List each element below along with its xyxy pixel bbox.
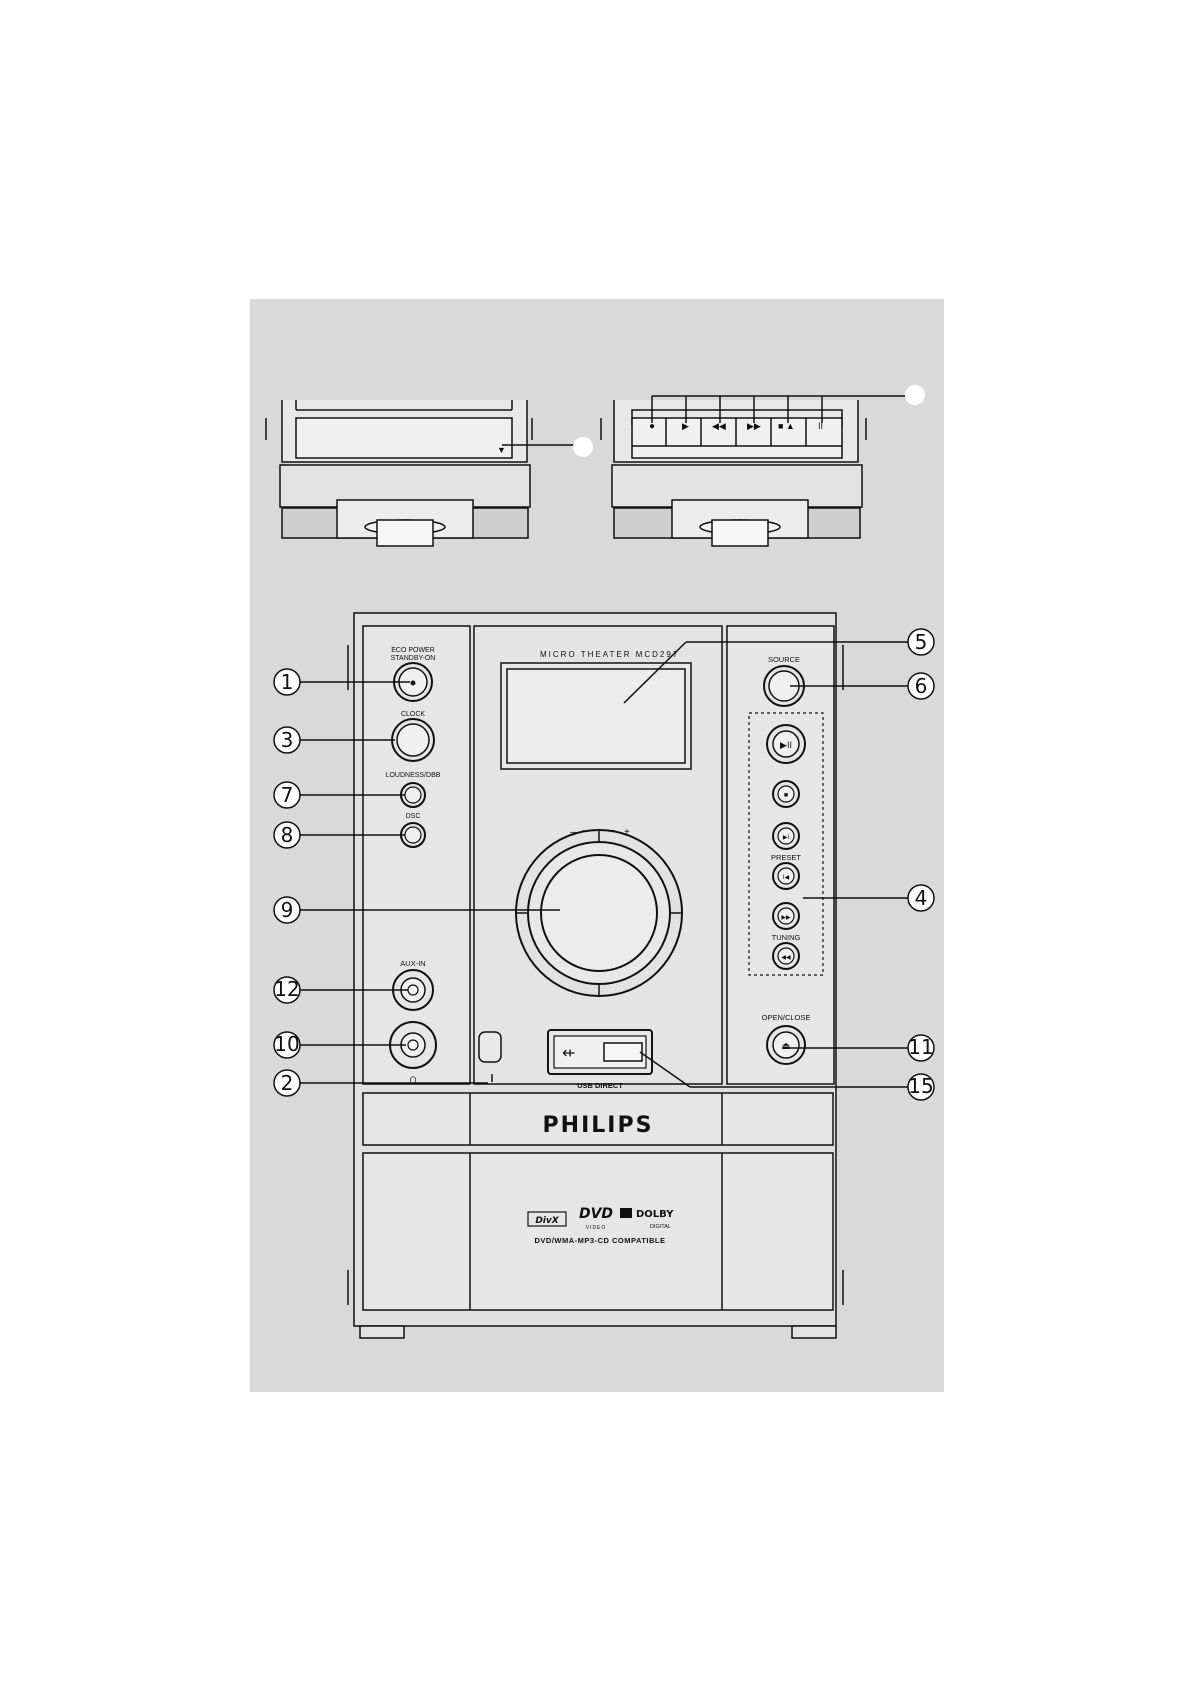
dsc-label: DSC (406, 813, 421, 820)
rewind-icon: ◀◀ (712, 421, 726, 431)
dolby-icon (620, 1208, 632, 1218)
compatibility-text: DVD/WMA-MP3-CD COMPATIBLE (535, 1236, 666, 1245)
callout-2-circle (273, 1069, 301, 1097)
brand-logo: PHILIPS (543, 1113, 654, 1138)
standby-indicator (410, 680, 416, 686)
volume-minus: – (570, 827, 576, 838)
callout-3-circle (273, 726, 301, 754)
callout-1: 1 (281, 670, 294, 694)
callout-6: 6 (915, 674, 928, 698)
eject-icon: ⏏ (781, 1041, 790, 1052)
previous-button-inner (777, 867, 795, 885)
usb-direct-label: USB DIRECT (577, 1081, 623, 1090)
tuning-up-button-inner (777, 907, 795, 925)
callout-a (573, 437, 593, 457)
play-pause-button-inner (772, 730, 800, 758)
source-label: SOURCE (768, 655, 800, 664)
dolby-digital-label: DIGITAL (650, 1224, 671, 1230)
open-close-label: OPEN/CLOSE (762, 1013, 811, 1022)
stop-button-inner (777, 785, 795, 803)
callout-15: 15 (908, 1074, 933, 1098)
callout-7-circle (273, 781, 301, 809)
callout-12: 12 (274, 977, 299, 1001)
dvd-logo: DVD (579, 1206, 613, 1222)
previous-icon: I◀ (783, 875, 790, 881)
aux-in-label: AUX-IN (400, 959, 425, 968)
preset-label: PRESET (771, 853, 801, 862)
callout-7: 7 (281, 783, 294, 807)
callout-4-circle (907, 884, 935, 912)
dvd-video-label: VIDEO (586, 1225, 607, 1231)
callout-5-circle (907, 628, 935, 656)
callout-11-circle (907, 1034, 935, 1062)
divx-logo-frame (527, 1211, 567, 1227)
callout-2: 2 (281, 1071, 294, 1095)
volume-plus: + (624, 827, 630, 838)
eco-power-label: ECO POWER (391, 647, 435, 654)
callout-10-circle (273, 1031, 301, 1059)
stop-eject-icon: ■ ▲ (778, 421, 795, 431)
divx-logo: DivX (535, 1216, 559, 1226)
model-text: MICRO THEATER MCD297 (540, 650, 679, 659)
dolby-logo: DOLBY (636, 1209, 674, 1220)
callout-8-circle (273, 821, 301, 849)
tuning-down-icon: ◀◀ (781, 955, 791, 961)
ir-sensor (478, 1031, 502, 1063)
clock-label: CLOCK (401, 711, 425, 718)
usb-port[interactable] (603, 1042, 643, 1062)
record-icon: ● (649, 421, 655, 432)
callout-10: 10 (274, 1032, 299, 1056)
callout-5: 5 (915, 630, 928, 654)
callout-b (905, 385, 925, 405)
callout-6-circle (907, 672, 935, 700)
usb-icon: ⇷ (562, 1045, 575, 1062)
headphones-icon: ∩ (408, 1071, 417, 1086)
callout-leaders (300, 641, 908, 1088)
clock-button-inner (396, 723, 430, 757)
next-button-inner (777, 827, 795, 845)
headphone-jack-hole (407, 1039, 419, 1051)
loudness-label: LOUDNESS/DBB (386, 772, 441, 779)
standby-on-label: STANDBY-ON (391, 655, 436, 662)
play-icon: ▶ (682, 421, 689, 431)
callout-15-circle (907, 1073, 935, 1101)
tuning-up-icon: ▶▶ (781, 915, 791, 921)
next-icon: ▶I (783, 835, 790, 841)
tuning-down-button-inner (777, 947, 795, 965)
tuning-label: TUNING (772, 933, 801, 942)
cassette-marker: ▼ (497, 445, 506, 455)
callout-9-circle (273, 896, 301, 924)
volume-knob-inner (540, 854, 658, 972)
callout-numbers: 1 3 7 8 9 12 10 2 5 6 4 11 15 (273, 628, 935, 1101)
playback-group (748, 712, 824, 976)
callout-4: 4 (915, 886, 928, 910)
callout-1-circle (273, 668, 301, 696)
stop-icon: ■ (784, 792, 788, 799)
callout-8: 8 (281, 823, 294, 847)
callout-3: 3 (281, 728, 294, 752)
dsc-button-inner (404, 826, 422, 844)
cassette-deck-closed (265, 400, 533, 547)
loudness-button-inner (404, 786, 422, 804)
cassette-deck-controls (600, 400, 867, 547)
fast-forward-icon: ▶▶ (747, 421, 761, 431)
aux-in-jack-hole (407, 984, 419, 996)
pause-icon: II (818, 421, 823, 431)
play-pause-icon: ▶II (780, 740, 792, 750)
open-close-button-inner (772, 1031, 800, 1059)
cassette-callout-bracket (651, 395, 906, 423)
callout-9: 9 (281, 898, 294, 922)
callout-12-circle (273, 976, 301, 1004)
callout-11: 11 (908, 1035, 933, 1059)
